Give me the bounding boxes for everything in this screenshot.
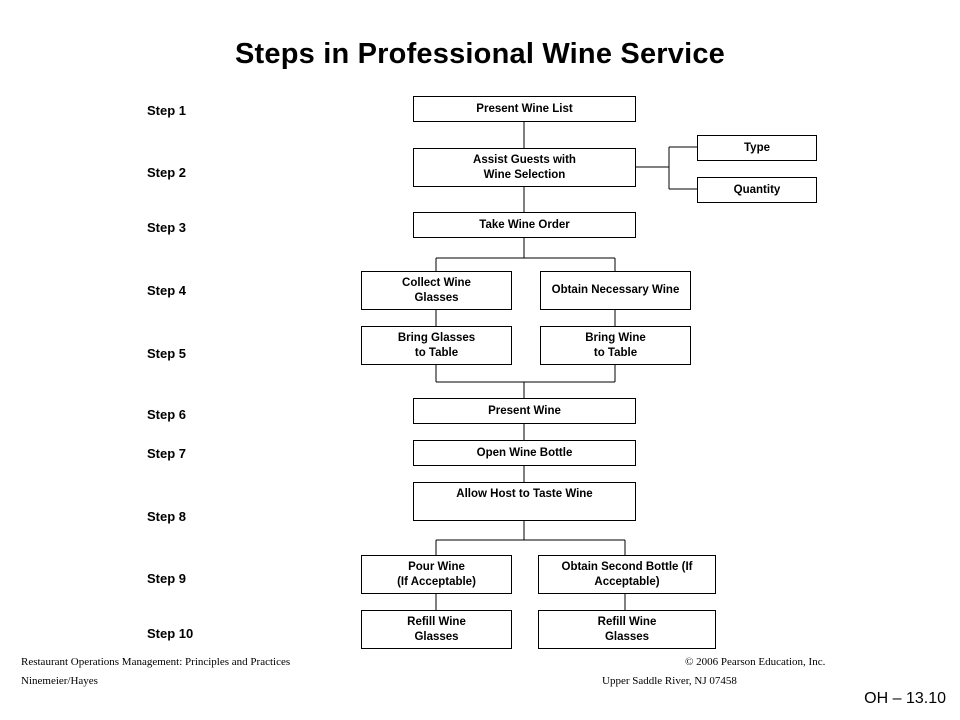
- step-label-2: Step 2: [147, 165, 187, 180]
- box-type: Type: [697, 135, 817, 161]
- box-pour-wine: Pour Wine (If Acceptable): [361, 555, 512, 594]
- step-label-10: Step 10: [147, 626, 194, 641]
- box-present-wine: Present Wine: [413, 398, 636, 424]
- footer-publisher: Upper Saddle River, NJ 07458: [602, 675, 737, 687]
- step-label-7: Step 7: [147, 446, 187, 461]
- step-label-4: Step 4: [147, 283, 187, 298]
- box-refill-left: Refill Wine Glasses: [361, 610, 512, 649]
- box-obtain-second-bottle: Obtain Second Bottle (If Acceptable): [538, 555, 716, 594]
- step-label-1: Step 1: [147, 103, 187, 118]
- step-label-3: Step 3: [147, 220, 187, 235]
- step-label-5: Step 5: [147, 346, 187, 361]
- box-collect-wine-glasses: Collect Wine Glasses: [361, 271, 512, 310]
- step-label-8: Step 8: [147, 509, 187, 524]
- box-allow-host-taste: Allow Host to Taste Wine: [413, 482, 636, 521]
- footer-book-title: Restaurant Operations Management: Princi…: [21, 656, 291, 668]
- box-quantity: Quantity: [697, 177, 817, 203]
- box-obtain-necessary-wine: Obtain Necessary Wine: [540, 271, 691, 310]
- step-label-9: Step 9: [147, 571, 187, 586]
- footer-copyright: © 2006 Pearson Education, Inc.: [685, 656, 826, 668]
- box-bring-wine: Bring Wine to Table: [540, 326, 691, 365]
- box-refill-right: Refill Wine Glasses: [538, 610, 716, 649]
- box-present-wine-list: Present Wine List: [413, 96, 636, 122]
- box-take-wine-order: Take Wine Order: [413, 212, 636, 238]
- footer-authors: Ninemeier/Hayes: [21, 675, 98, 687]
- box-bring-glasses: Bring Glasses to Table: [361, 326, 512, 365]
- page-title: Steps in Professional Wine Service: [234, 38, 726, 70]
- box-assist-guests: Assist Guests with Wine Selection: [413, 148, 636, 187]
- step-label-6: Step 6: [147, 407, 187, 422]
- box-open-wine-bottle: Open Wine Bottle: [413, 440, 636, 466]
- slide-id: OH – 13.10: [864, 690, 946, 707]
